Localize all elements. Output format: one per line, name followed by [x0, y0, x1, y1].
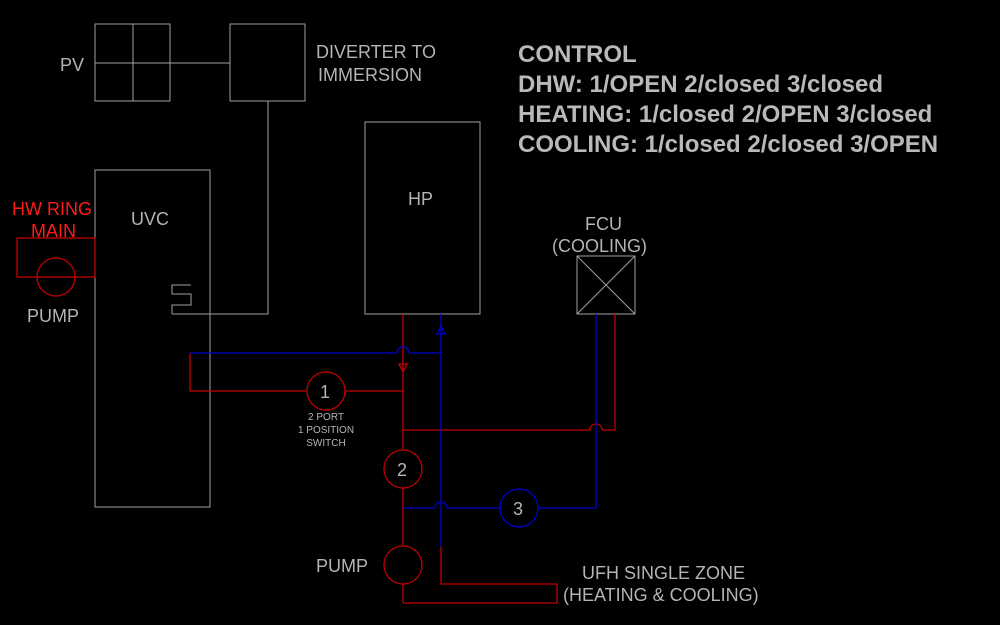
hw-pump-icon	[36, 257, 76, 297]
valve-1-note-3: SWITCH	[306, 438, 345, 449]
diverter-label: DIVERTER TO	[316, 42, 436, 62]
valve-2	[383, 449, 423, 489]
uvc-label: UVC	[131, 209, 169, 229]
heat-pump-unit	[364, 121, 481, 315]
uvc-cylinder	[94, 169, 211, 508]
control-heating: HEATING: 1/closed 2/OPEN 3/closed	[518, 101, 932, 128]
hp-label: HP	[408, 189, 433, 209]
fcu-label-2: (COOLING)	[552, 236, 647, 256]
main-pump-label: PUMP	[316, 556, 368, 576]
return-arrow-icon	[435, 324, 447, 335]
return-pipework	[190, 314, 597, 547]
valve-3	[499, 488, 539, 528]
ufh-label-2: (HEATING & COOLING)	[563, 585, 759, 605]
valve-2-label: 2	[397, 460, 407, 480]
control-title: CONTROL	[518, 41, 637, 68]
hw-ring-main-pipe	[16, 237, 96, 278]
pv-label: PV	[60, 55, 84, 75]
fcu-label: FCU	[585, 214, 622, 234]
valve-3-label: 3	[513, 499, 523, 519]
flow-pipework	[189, 314, 616, 604]
immersion-heater-icon	[171, 284, 192, 314]
control-dhw: DHW: 1/OPEN 2/closed 3/closed	[518, 71, 883, 98]
control-cooling: COOLING: 1/closed 2/closed 3/OPEN	[518, 131, 938, 158]
ufh-label: UFH SINGLE ZONE	[582, 563, 745, 583]
hw-ring-label-2: MAIN	[31, 221, 76, 241]
fcu-unit	[576, 255, 636, 315]
valve-1-note: 2 PORT	[308, 412, 344, 423]
diverter-box	[229, 23, 306, 102]
hw-pump-label: PUMP	[27, 306, 79, 326]
immersion-cable	[172, 101, 269, 315]
diverter-label-2: IMMERSION	[318, 65, 422, 85]
valve-1-label: 1	[320, 382, 330, 402]
valve-1-note-2: 1 POSITION	[298, 425, 354, 436]
main-pump-icon	[383, 545, 423, 585]
flow-arrow-icon	[397, 363, 409, 374]
valve-1	[306, 371, 346, 411]
pv-panel	[94, 23, 230, 102]
hw-ring-label: HW RING	[12, 199, 92, 219]
